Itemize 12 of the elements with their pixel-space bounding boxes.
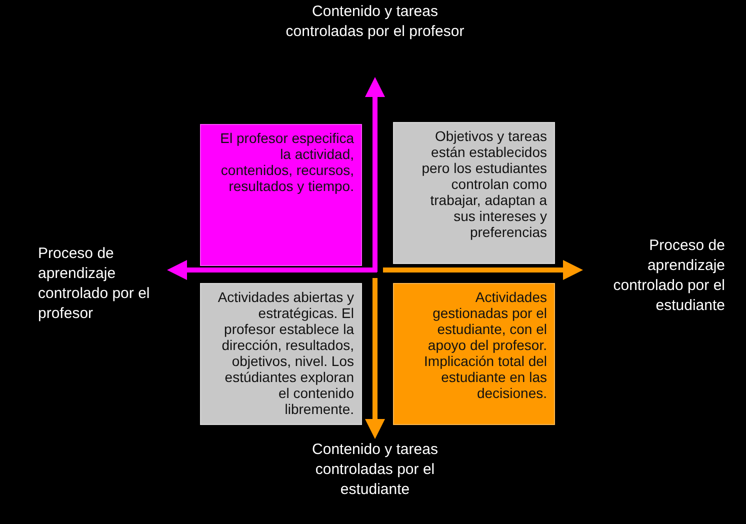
quadrant-box: [200, 124, 362, 266]
quadrant-text: Objetivos y tareas están establecidos pero los estudiantes controlan como trabajar, adaptan a sus intereses y preferencias: [420, 128, 547, 240]
quadrant-text: El profesor especifica la actividad, contenidos, recursos, resultados y tiempo.: [219, 130, 354, 194]
axis-label: Proceso de aprendizaje controlado por el profesor: [38, 244, 151, 324]
quadrant-box: [393, 283, 555, 425]
quadrant-text: Actividades abiertas y estratégicas. El profesor establece la dirección, resultados, objetivos, nivel. Los estúdiantes exploran el contenido libremente.: [216, 289, 354, 417]
quadrant-text: Actividades gestionadas por el estudiante, con el apoyo del profesor. Implicación total del estudiante en las decisiones.: [423, 289, 547, 401]
axis-label: Contenido y tareas controladas por el estudiante: [311, 440, 439, 500]
quadrant-box: [200, 283, 362, 425]
axis-label: Proceso de aprendizaje controlado por el estudiante: [612, 236, 725, 316]
quadrant-box: [393, 122, 555, 264]
axis-label: Contenido y tareas controladas por el profesor: [285, 2, 465, 42]
